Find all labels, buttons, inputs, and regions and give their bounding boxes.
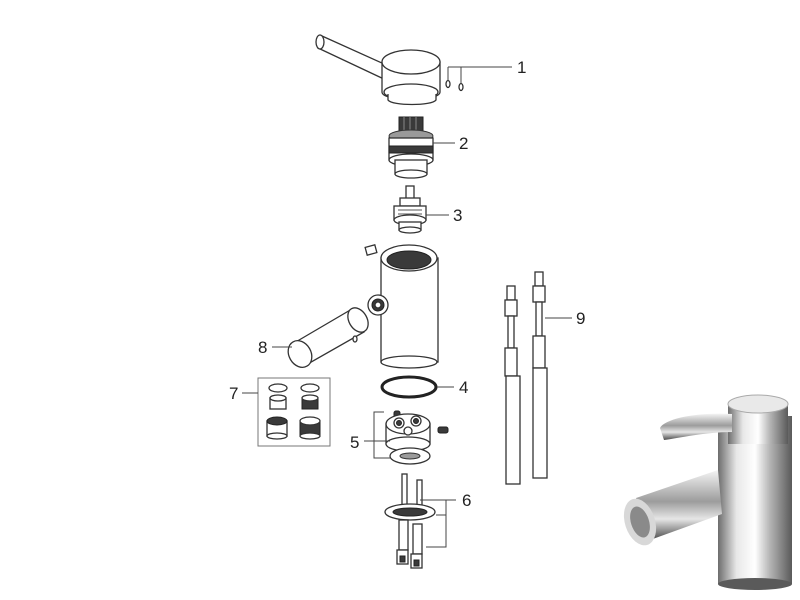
leader-line-5	[364, 411, 390, 459]
callout-9: 9	[576, 309, 585, 328]
part-aerator-kit	[257, 377, 331, 447]
part-spout	[287, 307, 369, 368]
callout-5: 5	[350, 433, 359, 452]
callout-1: 1	[517, 58, 526, 77]
part-o-ring	[380, 375, 438, 399]
leader-line-6	[420, 499, 456, 548]
part-lever-handle	[315, 34, 464, 106]
chrome-lever-tap-photo	[623, 394, 792, 590]
callout-2: 2	[459, 134, 468, 153]
callout-4: 4	[459, 378, 468, 397]
callout-7: 7	[229, 384, 238, 403]
callout-3: 3	[453, 206, 462, 225]
part-flexible-tails	[504, 271, 548, 485]
part-cartridge	[388, 116, 434, 179]
part-valve-base	[385, 410, 449, 465]
part-fixing-studs	[384, 473, 436, 569]
callout-8: 8	[258, 338, 267, 357]
part-thermostatic-element	[393, 185, 427, 234]
callout-6: 6	[462, 491, 471, 510]
part-tap-body	[364, 244, 439, 369]
